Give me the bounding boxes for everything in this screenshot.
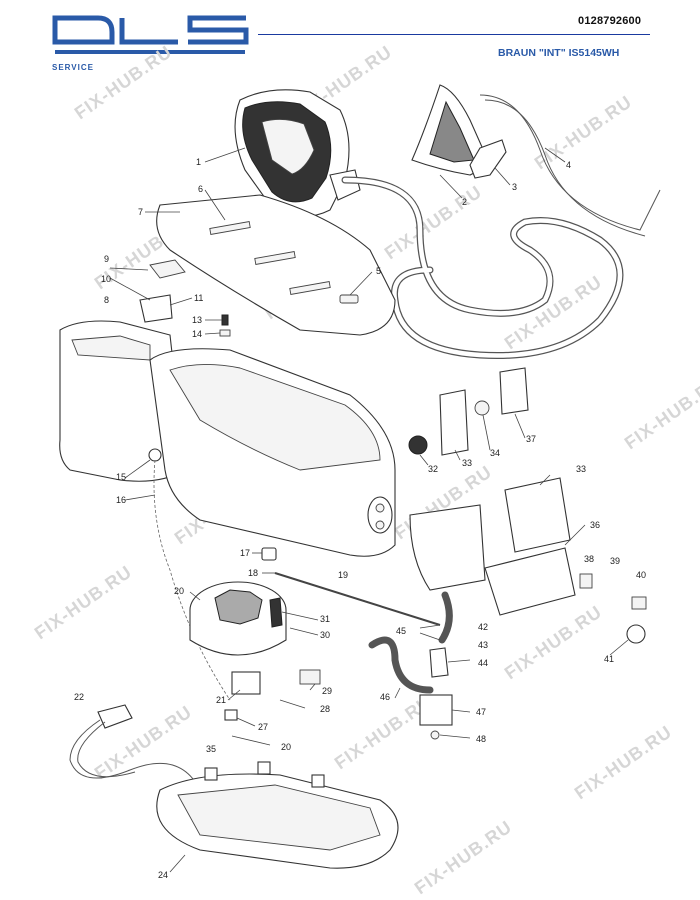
part-frame	[409, 504, 486, 591]
callout-43: 43	[478, 640, 488, 650]
callout-24: 24	[158, 870, 168, 880]
callout-47: 47	[476, 707, 486, 717]
part-36-switch-holder	[484, 547, 576, 616]
watermark: FIX-HUB.RU	[501, 602, 606, 684]
callout-5: 5	[376, 266, 381, 276]
part-42-tube	[438, 591, 453, 644]
part-11-switch	[139, 294, 173, 323]
part-21-thermostat	[231, 671, 261, 695]
callout-10: 10	[101, 274, 111, 284]
part-47-pump	[419, 694, 453, 726]
callout-11: 11	[194, 293, 203, 303]
document-number: 0128792600	[578, 15, 642, 27]
part-22-power-cord	[69, 704, 201, 791]
watermark: FIX-HUB.RU	[71, 42, 176, 124]
part-41-knob	[626, 624, 646, 644]
part-33-switch-body	[439, 389, 469, 456]
callout-39: 39	[610, 556, 620, 566]
callout-41: 41	[604, 654, 614, 664]
part-17-cap	[261, 547, 277, 561]
watermark: FIX-HUB.RU	[621, 372, 700, 454]
callout-9: 9	[104, 254, 109, 264]
part-7-top-plate	[156, 194, 396, 336]
part-4-steam-hose	[341, 94, 661, 360]
callout-6: 6	[198, 184, 203, 194]
callout-19: 19	[338, 570, 348, 580]
part-37-bracket	[499, 367, 529, 415]
part-1-steam-iron	[234, 89, 361, 217]
callout-1: 1	[196, 157, 201, 167]
part-13-spring	[221, 314, 229, 326]
callout-32: 32	[428, 464, 438, 474]
callout-15: 15	[116, 472, 126, 482]
watermark: FIX-HUB.RU	[531, 92, 636, 174]
part-29-bracket	[299, 669, 321, 685]
part-base-housing	[149, 348, 396, 557]
callout-45: 45	[396, 626, 406, 636]
callout-14: 14	[192, 329, 202, 339]
part-40-button	[631, 596, 647, 610]
callout-30: 30	[320, 630, 330, 640]
callout-42: 42	[478, 622, 488, 632]
model-title: BRAUN "INT" IS5145WH	[498, 47, 620, 59]
callout-40: 40	[636, 570, 646, 580]
part-46-tube	[368, 636, 434, 694]
watermark: FIX-HUB.RU	[31, 562, 136, 644]
part-48-seal	[430, 730, 440, 740]
callout-20-boiler: 20	[174, 586, 184, 596]
callout-4: 4	[566, 160, 571, 170]
callout-37: 37	[526, 434, 536, 444]
callout-8: 8	[104, 295, 109, 305]
part-32-knob	[408, 435, 428, 455]
callout-28: 28	[320, 704, 330, 714]
callout-46: 46	[380, 692, 390, 702]
callout-33-board: 33	[576, 464, 586, 474]
part-3-hose-connector	[469, 139, 507, 179]
watermark: FIX-HUB.RU	[571, 722, 676, 804]
part-34-bushing	[474, 400, 490, 416]
callout-29: 29	[322, 686, 332, 696]
part-31-heating-element	[269, 597, 283, 628]
leader-lines	[109, 147, 629, 873]
dls-logo	[52, 15, 249, 54]
part-2-iron-cover	[411, 84, 491, 176]
part-27-fuse	[224, 709, 238, 721]
callout-27: 27	[258, 722, 268, 732]
callout-22: 22	[74, 692, 84, 702]
callout-36: 36	[590, 520, 600, 530]
watermark: FIX-HUB.RU	[411, 817, 516, 899]
callout-labels: 1 2 3 4 5 6 7 8 9 10 11 13 14 15 16 17 1…	[74, 157, 646, 880]
callout-7: 7	[138, 207, 143, 217]
callout-21: 21	[216, 695, 226, 705]
part-9-clip	[149, 259, 186, 279]
callout-2: 2	[462, 197, 467, 207]
part-19-rod	[274, 572, 441, 626]
part-44-valve	[429, 647, 449, 678]
part-16-tube	[153, 459, 231, 701]
callout-17: 17	[240, 548, 250, 558]
part-15-valve	[148, 448, 162, 462]
part-38-clip	[579, 573, 593, 589]
callout-31: 31	[320, 614, 330, 624]
part-14-screw	[219, 329, 231, 337]
callout-44: 44	[478, 658, 488, 668]
callout-38: 38	[584, 554, 594, 564]
header-divider	[258, 34, 650, 35]
callout-35: 35	[206, 744, 216, 754]
callout-20: 20	[281, 742, 291, 752]
callout-16: 16	[116, 495, 126, 505]
part-33-control-board	[504, 477, 571, 553]
callout-3: 3	[512, 182, 517, 192]
callout-48: 48	[476, 734, 486, 744]
callout-34: 34	[490, 448, 500, 458]
callout-33: 33	[462, 458, 472, 468]
logo-service-label: SERVICE	[52, 63, 94, 72]
callout-18: 18	[248, 568, 258, 578]
part-20-boiler	[189, 581, 287, 656]
part-24-bottom-base	[156, 761, 399, 869]
callout-13: 13	[192, 315, 202, 325]
